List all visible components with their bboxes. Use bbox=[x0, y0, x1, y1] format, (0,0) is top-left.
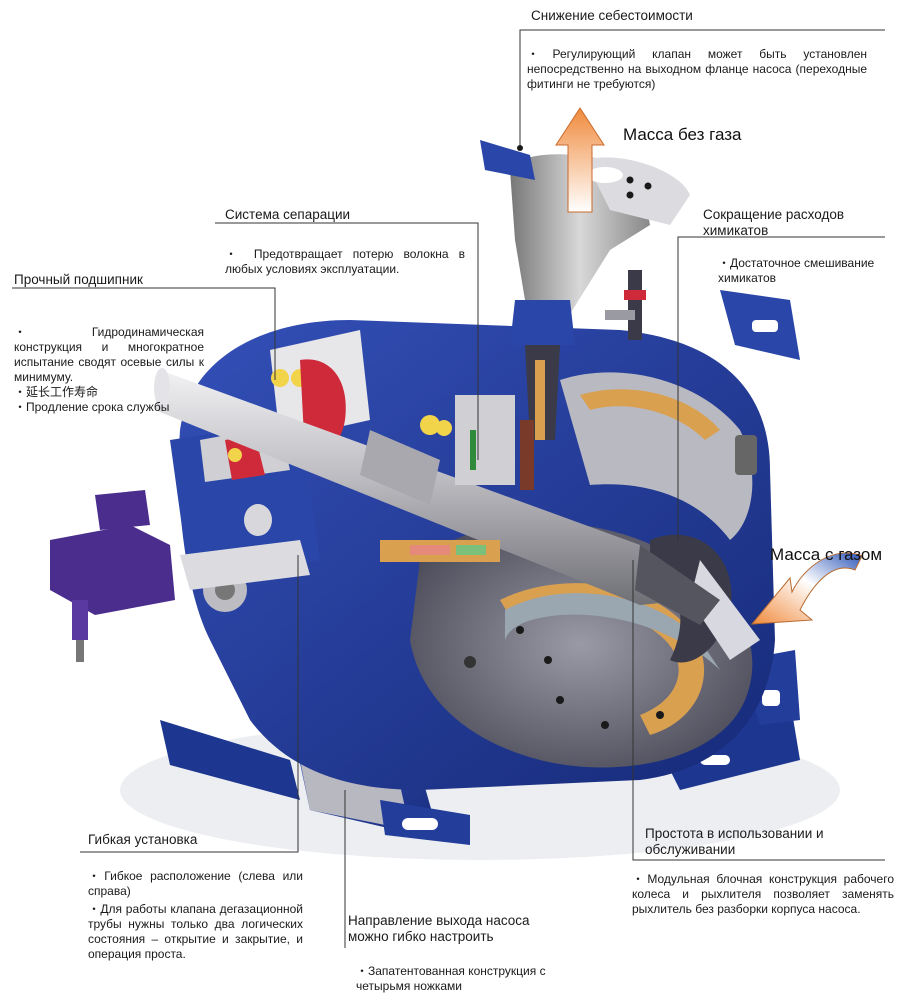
degassing-valve-actuator bbox=[50, 490, 310, 662]
flow-label-degassed: Масса без газа bbox=[623, 125, 742, 144]
leader-service bbox=[632, 560, 885, 861]
right-bracket bbox=[720, 290, 800, 475]
callout-outlet-title: Направление выхода насоса можно гибко на… bbox=[348, 913, 530, 944]
callout-flexible-line-2: ・Для работы клапана дегазационной трубы … bbox=[88, 902, 303, 961]
callout-flexible-title: Гибкая установка bbox=[88, 832, 198, 847]
leader-bearing bbox=[12, 287, 276, 380]
leader-lines bbox=[12, 29, 885, 948]
leader-chemicals bbox=[677, 236, 885, 540]
degassed-flow-arrow bbox=[555, 107, 605, 213]
outlet-nozzle bbox=[480, 140, 690, 440]
leader-flexible bbox=[80, 555, 299, 853]
leader-separation bbox=[215, 222, 479, 460]
callout-cost-title: Снижение себестоимости bbox=[531, 8, 693, 23]
callout-cost-text: ・Регулирующий клапан может быть установл… bbox=[527, 47, 867, 91]
callout-chemicals-title: Сокращение расходов химикатов bbox=[703, 207, 845, 238]
callout-service-title: Простота в использовании и обслуживании bbox=[645, 826, 824, 857]
callout-flexible-body: ・Гибкое расположение (слева или справа) … bbox=[88, 869, 303, 962]
callout-chemicals-text: ・Достаточное смешивание химикатов bbox=[718, 256, 875, 285]
flow-label-gassy: Масса с газом bbox=[770, 545, 883, 564]
leader-cost bbox=[519, 29, 885, 145]
callout-separation-text: ・ Предотвращает потерю волокна в любых у… bbox=[225, 247, 465, 276]
callout-outlet-text: ・Запатентованная конструкция с четырьмя … bbox=[356, 964, 546, 993]
callout-separation-title: Система сепарации bbox=[225, 207, 351, 222]
callout-bearing-line-1: ・Гидродинамическая конструкция и многокр… bbox=[14, 325, 204, 384]
gassy-flow-arrow bbox=[750, 552, 863, 625]
callout-service-text: ・Модульная блочная конструкция рабочего … bbox=[632, 872, 894, 916]
callout-bearing-body: ・Гидродинамическая конструкция и многокр… bbox=[14, 325, 204, 415]
callout-bearing-title: Прочный подшипник bbox=[14, 272, 143, 287]
drive-shaft bbox=[154, 368, 720, 625]
callout-flexible-line-1: ・Гибкое расположение (слева или справа) bbox=[88, 869, 303, 898]
callout-bearing-line-3: ・Продление срока службы bbox=[14, 400, 170, 414]
seal-detail bbox=[380, 395, 534, 562]
callout-bearing-line-2: ・延长工作寿命 bbox=[14, 385, 99, 399]
valve-stem bbox=[605, 270, 646, 340]
